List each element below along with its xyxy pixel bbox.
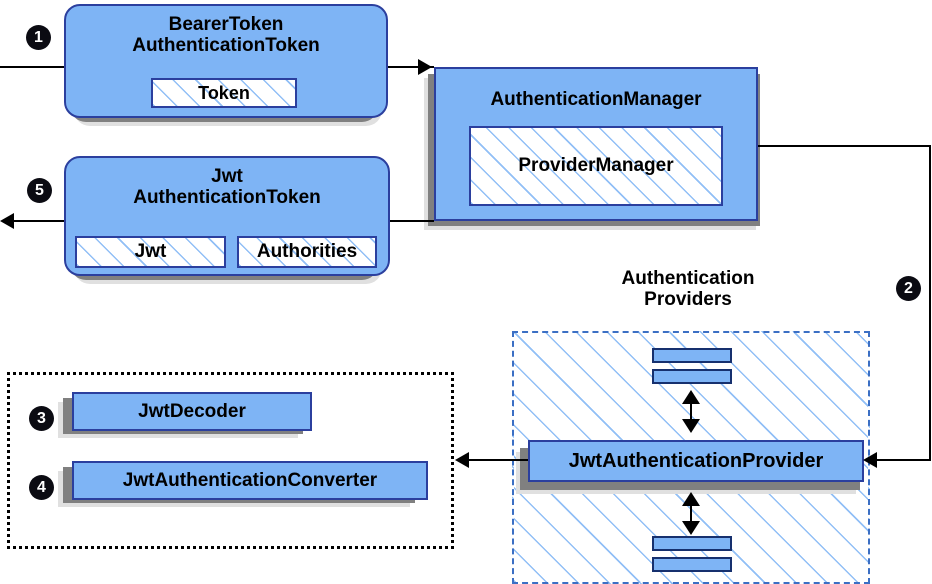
jwt-authentication-provider-label: JwtAuthenticationProvider	[568, 449, 824, 472]
arrow-down-top	[682, 419, 700, 433]
connector-provider-to-support	[468, 459, 528, 461]
arrow-up-bottom	[682, 492, 700, 506]
connector-manager-down	[929, 145, 931, 460]
inner-box-token[interactable]: Token	[151, 78, 297, 108]
jwt-decoder-label: JwtDecoder	[138, 400, 246, 422]
bearer-token-line1: BearerToken	[168, 14, 284, 35]
arrow-response-out	[0, 213, 14, 229]
arrow-down-bottom	[682, 521, 700, 535]
provider-stub-bar-top-2	[652, 369, 732, 384]
inner-box-provider-manager-label: ProviderManager	[518, 155, 674, 176]
inner-box-token-label: Token	[198, 82, 250, 103]
connector-manager-to-jwt-token	[388, 220, 434, 222]
inner-box-jwt[interactable]: Jwt	[75, 236, 226, 268]
marker-4: 4	[29, 475, 54, 500]
inner-box-authorities-label: Authorities	[256, 241, 358, 262]
inner-box-provider-manager[interactable]: ProviderManager	[469, 126, 723, 206]
marker-1: 1	[26, 25, 51, 50]
inner-box-jwt-label: Jwt	[134, 241, 167, 262]
provider-stub-bar-bottom-2	[652, 557, 732, 572]
provider-link-bottom	[690, 494, 692, 532]
jwt-authentication-converter-label: JwtAuthenticationConverter	[122, 469, 378, 491]
authentication-providers-title-line1: Authentication	[621, 268, 755, 289]
arrow-up-top	[682, 390, 700, 404]
jwt-token-line2: AuthenticationToken	[133, 187, 321, 209]
authentication-manager-title: AuthenticationManager	[490, 89, 702, 110]
arrow-provider-to-support	[455, 452, 469, 468]
marker-3: 3	[29, 406, 54, 431]
bearer-token-line2: AuthenticationToken	[132, 35, 320, 57]
inner-box-authorities[interactable]: Authorities	[237, 236, 377, 268]
node-jwt-authentication-converter[interactable]: JwtAuthenticationConverter	[72, 461, 428, 500]
marker-5: 5	[27, 178, 52, 203]
connector-to-provider	[877, 459, 931, 461]
authentication-providers-title-line2: Providers	[644, 289, 732, 311]
node-jwt-decoder[interactable]: JwtDecoder	[72, 392, 312, 431]
node-bearer-token-authentication-token[interactable]: BearerToken AuthenticationToken	[64, 4, 388, 118]
connector-response-out	[14, 220, 66, 222]
authentication-providers-title: Authentication Providers	[572, 268, 804, 311]
provider-stub-bar-top-1	[652, 348, 732, 363]
arrow-to-provider	[863, 452, 877, 468]
connector-bearer-to-manager	[388, 66, 434, 68]
arrow-bearer-to-manager	[418, 59, 432, 75]
connector-manager-right	[758, 145, 931, 147]
provider-link-top	[690, 392, 692, 430]
node-jwt-authentication-provider[interactable]: JwtAuthenticationProvider	[528, 440, 864, 482]
marker-2: 2	[896, 276, 921, 301]
provider-stub-bar-bottom-1	[652, 536, 732, 551]
jwt-token-line1: Jwt	[211, 166, 243, 187]
connector-request-in	[0, 66, 64, 68]
